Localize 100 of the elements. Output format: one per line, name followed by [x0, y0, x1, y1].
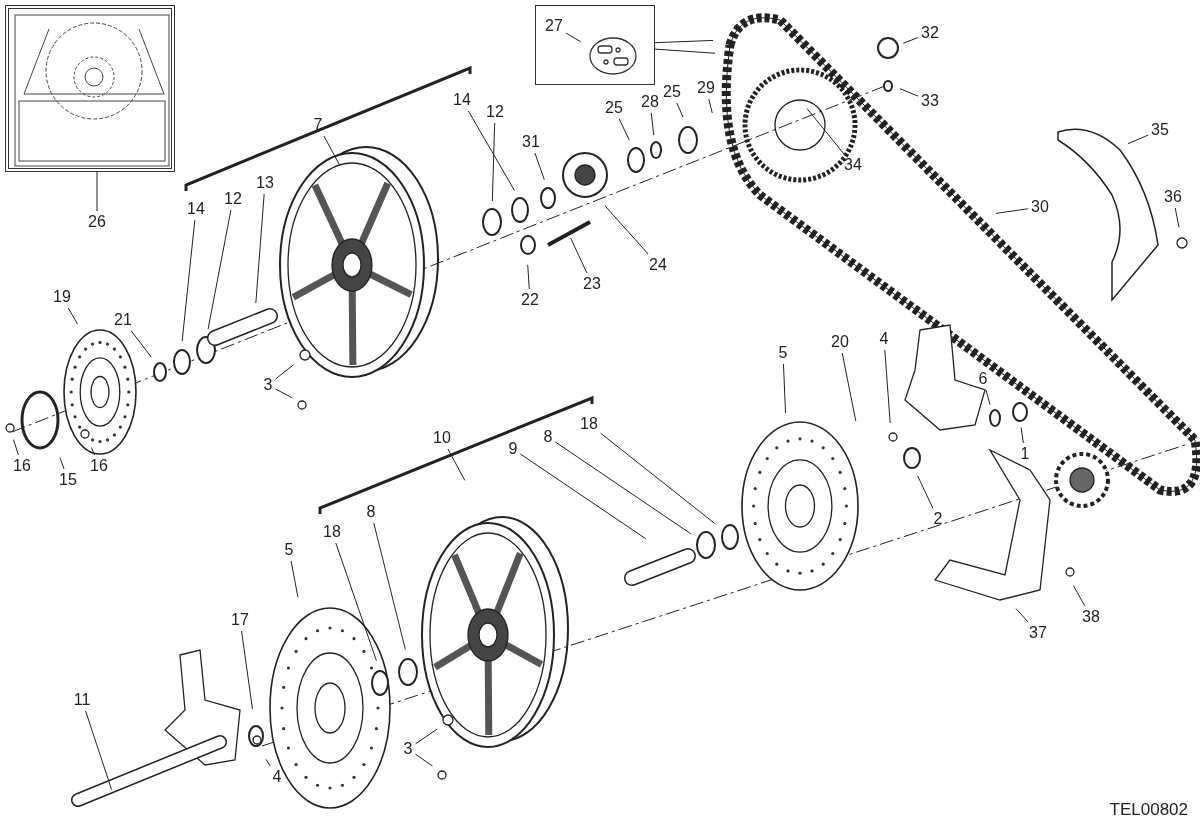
- callout-number: 6: [977, 370, 989, 388]
- leader-line: [618, 118, 630, 141]
- callout-number: 14: [452, 91, 472, 109]
- callout-number: 20: [830, 333, 850, 351]
- leader-line: [207, 209, 232, 330]
- callout-number: 13: [255, 174, 275, 192]
- leader-line: [995, 208, 1029, 214]
- leader-line: [1015, 608, 1029, 623]
- leader-line: [491, 122, 496, 202]
- leader-line: [274, 388, 293, 399]
- callout-number: 22: [520, 291, 540, 309]
- leader-line: [708, 98, 713, 114]
- leader-line: [13, 439, 19, 456]
- leader-line: [600, 432, 715, 524]
- callout-number: 8: [365, 503, 377, 521]
- callout-number: 18: [579, 415, 599, 433]
- inset-picture: [5, 5, 175, 172]
- callout-number: 4: [878, 330, 890, 348]
- callout-number: 14: [186, 200, 206, 218]
- leader-line: [414, 728, 438, 745]
- leader-line: [414, 753, 433, 767]
- leader-line: [841, 352, 857, 422]
- leader-line: [373, 522, 406, 650]
- callout-number: 21: [113, 311, 133, 329]
- callout-number: 5: [283, 541, 295, 559]
- leader-line: [554, 441, 692, 535]
- leader-line: [884, 349, 891, 424]
- leader-line: [59, 457, 65, 470]
- callout-number: 9: [507, 440, 519, 458]
- leader-line: [181, 219, 196, 342]
- callout-number: 27: [544, 17, 564, 35]
- callout-number: 32: [920, 24, 940, 42]
- leader-line: [676, 102, 684, 118]
- leader-line: [604, 205, 649, 255]
- callout-number: 31: [521, 133, 541, 151]
- leader-line: [917, 475, 934, 509]
- leader-line: [274, 364, 294, 380]
- leader-line: [96, 171, 98, 212]
- callout-number: 4: [271, 768, 283, 786]
- leader-line: [654, 39, 714, 44]
- callout-number: 5: [777, 344, 789, 362]
- callout-number: 38: [1081, 608, 1101, 626]
- leader-line: [255, 193, 265, 304]
- leader-line: [650, 112, 655, 136]
- callout-number: 16: [89, 457, 109, 475]
- leader-line: [654, 48, 716, 54]
- callout-number: 34: [843, 156, 863, 174]
- leader-line: [265, 758, 271, 767]
- callout-number: 18: [322, 523, 342, 541]
- callout-number: 16: [12, 457, 32, 475]
- callout-number: 35: [1150, 121, 1170, 139]
- leader-line: [902, 37, 919, 44]
- leader-line: [570, 237, 588, 274]
- inset-box: [535, 5, 655, 85]
- callout-number: 37: [1028, 624, 1048, 642]
- leader-line: [290, 560, 299, 598]
- callout-number: 7: [312, 116, 324, 134]
- callout-number: 8: [542, 428, 554, 446]
- leader-line: [782, 363, 787, 414]
- leader-line: [985, 389, 991, 406]
- callout-number: 25: [604, 99, 624, 117]
- callout-number: 1: [1019, 445, 1031, 463]
- leader-line: [1127, 134, 1149, 145]
- callout-number: 24: [648, 256, 668, 274]
- callout-number: 10: [432, 429, 452, 447]
- leader-line: [1020, 427, 1024, 444]
- callout-number: 29: [696, 79, 716, 97]
- callout-number: 17: [230, 611, 250, 629]
- leader-line: [323, 135, 341, 166]
- callout-number: 25: [662, 83, 682, 101]
- callout-number: 19: [52, 288, 72, 306]
- leader-line: [527, 264, 530, 290]
- leader-line: [1174, 207, 1180, 228]
- leader-line: [241, 630, 253, 710]
- callout-number: 12: [485, 103, 505, 121]
- drawing-code: TEL00802: [1109, 800, 1188, 820]
- leader-line: [565, 32, 582, 43]
- leader-line: [1072, 585, 1086, 607]
- callout-number: 36: [1163, 188, 1183, 206]
- callout-number: 3: [402, 740, 414, 758]
- callout-number: 28: [640, 93, 660, 111]
- callout-number: 33: [920, 92, 940, 110]
- leader-line: [130, 330, 152, 358]
- leader-line: [91, 447, 95, 456]
- leader-line: [467, 110, 515, 191]
- callout-number: 2: [932, 510, 944, 528]
- callout-number: 15: [58, 471, 78, 489]
- leader-line: [534, 152, 545, 181]
- callout-number: 3: [262, 376, 274, 394]
- leader-line: [67, 307, 78, 325]
- leader-line: [447, 448, 466, 481]
- callout-number: 30: [1030, 198, 1050, 216]
- leader-line: [85, 710, 113, 791]
- leader-line: [899, 88, 919, 97]
- callout-number: 23: [582, 275, 602, 293]
- leader-line: [335, 542, 377, 662]
- callout-number: 11: [72, 691, 92, 709]
- callout-number: 12: [223, 190, 243, 208]
- callout-number: 26: [87, 213, 107, 231]
- leader-line: [519, 453, 647, 540]
